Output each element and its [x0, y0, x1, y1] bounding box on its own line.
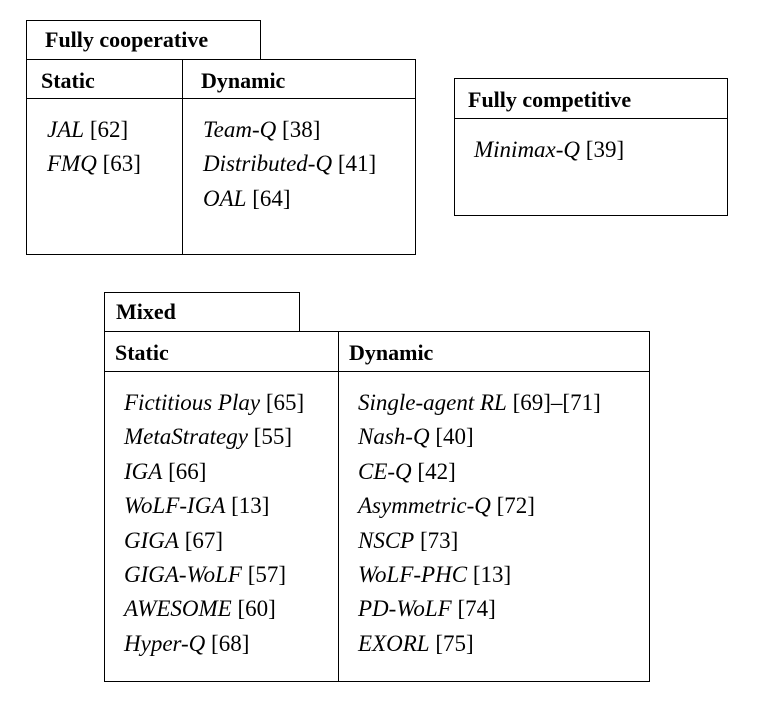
citation-ref: [66]	[168, 458, 207, 484]
cooperative-static-item: FMQ [63]	[47, 152, 141, 175]
mixed-static-item: Hyper-Q [68]	[124, 632, 249, 655]
mixed-box	[104, 331, 650, 682]
citation-ref: [63]	[102, 151, 141, 177]
citation-ref: [39]	[585, 137, 625, 162]
mixed-static-item: Fictitious Play [65]	[124, 391, 304, 414]
algorithm-name: OAL	[203, 185, 247, 211]
mixed-dynamic-item: EXORL [75]	[358, 632, 474, 655]
mixed-static-item: GIGA [67]	[124, 529, 223, 552]
mixed-static-header: Static	[115, 340, 169, 365]
mixed-static-item: GIGA-WoLF [57]	[124, 563, 286, 586]
algorithm-name: PD-WoLF	[358, 596, 452, 622]
algorithm-name: Hyper-Q	[124, 630, 206, 656]
algorithm-name: Team-Q	[203, 117, 277, 142]
mixed-dynamic-item: CE-Q [42]	[358, 460, 456, 483]
mixed-title: Mixed	[116, 299, 176, 324]
citation-ref: [74]	[457, 596, 496, 622]
citation-ref: [41]	[337, 151, 377, 177]
citation-ref: [60]	[237, 596, 276, 622]
citation-ref: [73]	[419, 527, 459, 553]
mixed-dynamic-item: WoLF-PHC [13]	[358, 563, 511, 586]
cooperative-title-tab: Fully cooperative	[26, 20, 261, 60]
algorithm-name: IGA	[124, 458, 163, 484]
citation-ref: [68]	[211, 630, 250, 656]
algorithm-name: Single-agent RL	[358, 390, 507, 415]
algorithm-name: GIGA-WoLF	[124, 562, 242, 587]
algorithm-name: Asymmetric-Q	[358, 493, 491, 519]
algorithm-name: FMQ	[47, 151, 97, 177]
algorithm-name: Nash-Q	[358, 424, 430, 450]
mixed-dynamic-header: Dynamic	[349, 340, 434, 365]
algorithm-name: CE-Q	[358, 458, 412, 484]
algorithm-name: AWESOME	[124, 596, 232, 622]
cooperative-header-divider	[26, 98, 416, 99]
algorithm-name: WoLF-PHC	[358, 562, 468, 587]
citation-ref: [72]	[496, 493, 535, 519]
algorithm-name: NSCP	[358, 527, 415, 553]
mixed-dynamic-item: PD-WoLF [74]	[358, 597, 496, 620]
citation-ref: [69]–[71]	[512, 390, 601, 415]
algorithm-name: JAL	[47, 117, 85, 142]
citation-ref: [42]	[417, 458, 456, 484]
citation-ref: [13]	[231, 493, 270, 519]
citation-ref: [67]	[184, 527, 224, 553]
mixed-dynamic-item: NSCP [73]	[358, 529, 458, 552]
algorithm-name: MetaStrategy	[124, 424, 248, 450]
cooperative-static-item: JAL [62]	[47, 118, 128, 141]
algorithm-name: GIGA	[124, 527, 179, 553]
mixed-column-divider	[338, 331, 339, 682]
cooperative-column-divider	[182, 59, 183, 255]
cooperative-static-header: Static	[41, 68, 95, 93]
cooperative-dynamic-item: OAL [64]	[203, 187, 291, 210]
cooperative-box	[26, 59, 416, 255]
competitive-item: Minimax-Q [39]	[474, 138, 624, 161]
citation-ref: [64]	[252, 185, 291, 211]
citation-ref: [13]	[472, 562, 512, 587]
mixed-dynamic-item: Single-agent RL [69]–[71]	[358, 391, 601, 414]
citation-ref: [57]	[247, 562, 287, 587]
cooperative-dynamic-item: Distributed-Q [41]	[203, 152, 376, 175]
cooperative-dynamic-header: Dynamic	[201, 68, 286, 93]
algorithm-name: WoLF-IGA	[124, 493, 226, 519]
citation-ref: [40]	[435, 424, 474, 450]
cooperative-dynamic-item: Team-Q [38]	[203, 118, 320, 141]
mixed-static-item: IGA [66]	[124, 460, 206, 483]
mixed-dynamic-item: Asymmetric-Q [72]	[358, 494, 535, 517]
mixed-static-item: AWESOME [60]	[124, 597, 276, 620]
mixed-static-item: MetaStrategy [55]	[124, 425, 292, 448]
mixed-title-tab: Mixed	[104, 292, 300, 332]
mixed-static-item: WoLF-IGA [13]	[124, 494, 269, 517]
citation-ref: [62]	[89, 117, 129, 142]
citation-ref: [38]	[282, 117, 321, 142]
citation-ref: [65]	[265, 390, 305, 415]
algorithm-name: Minimax-Q	[474, 137, 581, 162]
cooperative-title: Fully cooperative	[45, 27, 209, 52]
algorithm-name: Distributed-Q	[203, 151, 333, 177]
competitive-title: Fully competitive	[468, 87, 632, 112]
competitive-box	[454, 78, 728, 216]
algorithm-name: Fictitious Play	[124, 390, 261, 415]
mixed-dynamic-item: Nash-Q [40]	[358, 425, 474, 448]
competitive-header-divider	[454, 118, 728, 119]
citation-ref: [75]	[435, 630, 474, 656]
citation-ref: [55]	[253, 424, 292, 450]
mixed-header-divider	[104, 371, 650, 372]
algorithm-name: EXORL	[358, 630, 430, 656]
